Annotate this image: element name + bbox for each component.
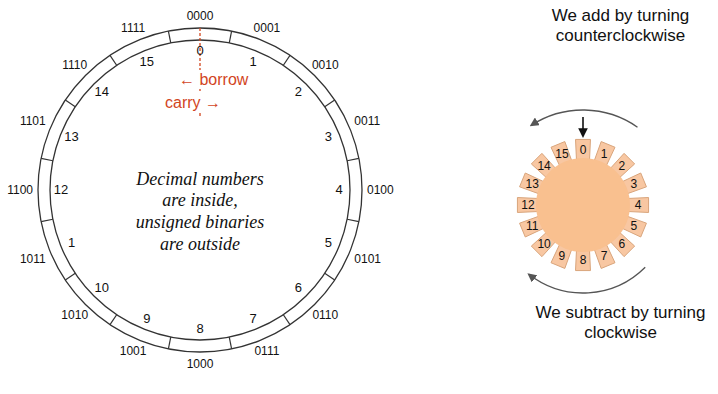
- decimal-label: 7: [250, 311, 257, 327]
- binary-label: 0001: [254, 21, 281, 35]
- decimal-label: 10: [94, 280, 108, 296]
- ring-tick: [110, 55, 117, 65]
- ring-tick: [110, 315, 117, 325]
- gear-number: 13: [526, 177, 539, 191]
- ring-tick: [325, 100, 335, 107]
- decimal-label: 8: [196, 321, 203, 337]
- pointer-arrow: [582, 117, 584, 136]
- decimal-label: 15: [140, 54, 154, 70]
- gear-teeth: [517, 139, 648, 270]
- ring-tick: [283, 315, 290, 325]
- binary-label: 0101: [354, 252, 381, 266]
- gear-number: 2: [619, 159, 626, 173]
- binary-label: 0100: [367, 183, 394, 197]
- inner-ring: [50, 40, 350, 340]
- decimal-label: 3: [325, 129, 332, 145]
- ring-tick: [347, 158, 359, 160]
- decimal-label: 1: [68, 235, 75, 251]
- gear-number: 15: [555, 147, 568, 161]
- subtract-arrow: [529, 267, 645, 293]
- gear-number: 10: [537, 237, 550, 251]
- binary-label: 0110: [312, 308, 338, 322]
- decimal-label: 6: [295, 280, 302, 296]
- gear-number: 4: [635, 198, 642, 212]
- binary-label: 1001: [120, 344, 147, 358]
- binary-label: 0111: [254, 344, 279, 358]
- decimal-label: 4: [335, 182, 342, 198]
- binary-label: 1111: [121, 21, 145, 35]
- add-caption: We add by turning counterclockwise: [528, 6, 713, 47]
- decimal-label: 9: [143, 311, 150, 327]
- ring-tick: [41, 158, 53, 160]
- gear-number: 3: [630, 177, 637, 191]
- binary-label: 0000: [187, 9, 214, 23]
- ring-tick: [283, 55, 290, 65]
- binary-label: 1010: [61, 308, 88, 322]
- decimal-label: 5: [325, 235, 332, 251]
- decimal-label: 12: [54, 182, 68, 198]
- gear-number: 6: [619, 237, 626, 251]
- decimal-label: 13: [64, 129, 78, 145]
- gear-number: 0: [580, 143, 587, 157]
- gear-number: 1: [601, 147, 608, 161]
- binary-label: 1011: [20, 252, 46, 266]
- decimal-label: 1: [250, 54, 257, 70]
- gear-number: 12: [521, 198, 534, 212]
- ring-tick: [41, 219, 53, 221]
- gear-number: 7: [601, 249, 608, 263]
- decimal-label: 2: [295, 84, 302, 100]
- ring-tick: [168, 31, 170, 43]
- borrow-label: ← borrow: [178, 70, 249, 89]
- binary-label: 1000: [187, 357, 214, 371]
- center-note: Decimal numbers are inside, unsigned bin…: [130, 169, 270, 255]
- ring-tick: [65, 273, 75, 280]
- ring-tick: [65, 100, 75, 107]
- gear-number: 9: [559, 249, 566, 263]
- subtract-caption: We subtract by turning clockwise: [528, 303, 713, 344]
- ring-tick: [229, 31, 231, 43]
- gear-number: 5: [630, 219, 637, 233]
- binary-label: 1101: [20, 114, 46, 128]
- gear-disk: [536, 158, 630, 252]
- ring-tick: [229, 337, 231, 349]
- binary-label: 0011: [354, 114, 380, 128]
- decimal-label: 14: [94, 84, 108, 100]
- ring-tick: [168, 337, 170, 349]
- binary-label: 1110: [62, 58, 87, 72]
- ring-ticks: [41, 31, 359, 349]
- gear-number: 14: [537, 159, 550, 173]
- outer-ring: [38, 28, 362, 352]
- binary-label: 1100: [7, 183, 33, 197]
- ring-tick: [347, 219, 359, 221]
- gear-number: 8: [580, 253, 587, 267]
- add-arrow: [531, 110, 637, 127]
- decimal-label: 0: [196, 43, 203, 59]
- ring-tick: [325, 273, 335, 280]
- binary-label: 0010: [312, 58, 339, 72]
- gear-number: 11: [526, 219, 538, 233]
- carry-label: carry →: [164, 93, 222, 112]
